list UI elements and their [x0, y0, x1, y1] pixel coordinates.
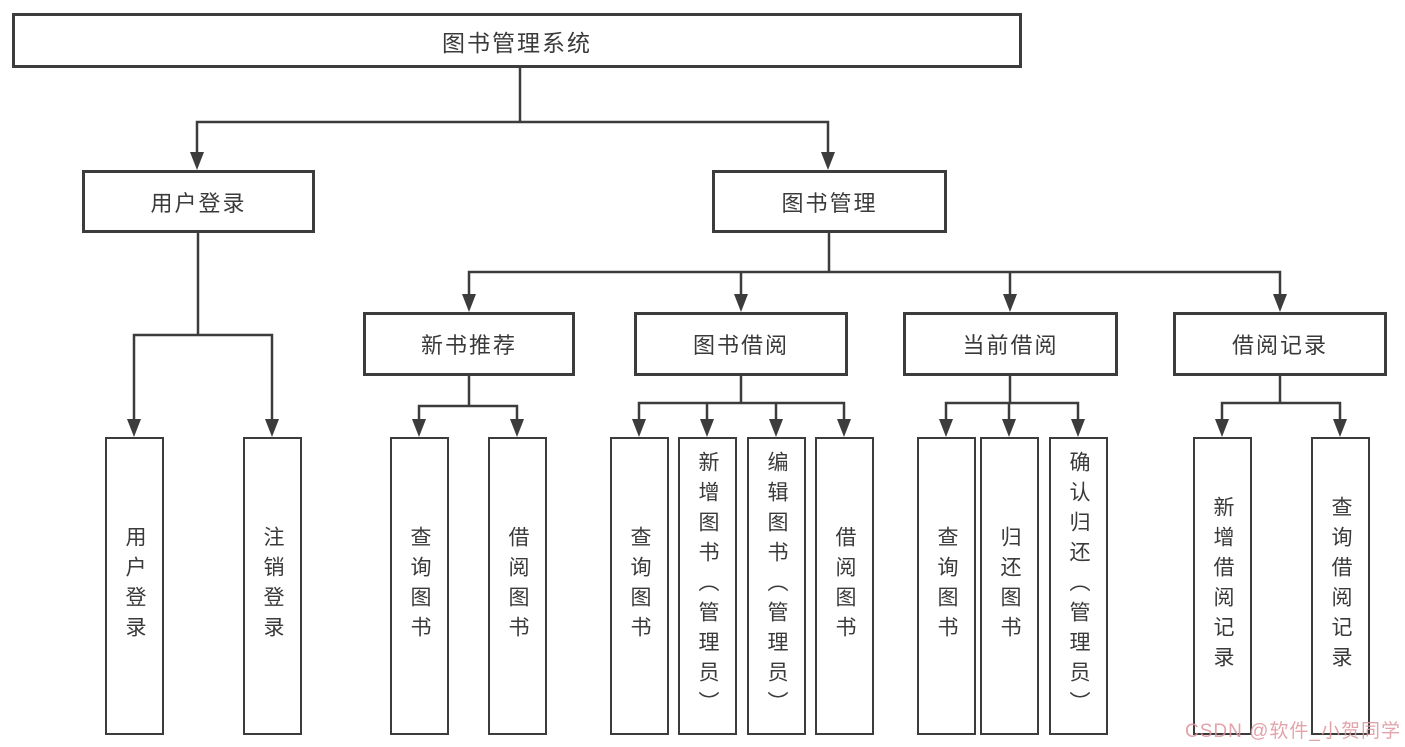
leaf-query-books-recommend-label: 查询图书: [408, 526, 431, 646]
leaf-add-books-admin-label: 新增图书（管理员）: [696, 451, 719, 721]
node-new-book-recommend-label: 新书推荐: [420, 333, 517, 358]
csdn-watermark: CSDN @软件_小贺同学: [1185, 721, 1401, 742]
leaf-borrow-books-recommend-label: 借阅图书: [506, 526, 529, 646]
node-root: 图书管理系统: [12, 13, 1022, 68]
leaf-borrow-books: 借阅图书: [815, 437, 874, 735]
connector-records-to-leaves: [1220, 374, 1342, 425]
leaf-logout-label: 注销登录: [261, 526, 284, 646]
leaf-query-books-current: 查询图书: [917, 437, 976, 735]
node-current-borrowing-label: 当前借阅: [962, 333, 1059, 358]
leaf-query-books-current-label: 查询图书: [935, 526, 958, 646]
leaf-user-login-label: 用户登录: [123, 526, 146, 646]
node-borrowing-records-label: 借阅记录: [1231, 333, 1328, 358]
connector-new-book-to-leaves: [417, 374, 519, 425]
leaf-add-borrow-record: 新增借阅记录: [1193, 437, 1252, 735]
node-borrowing-records: 借阅记录: [1173, 312, 1387, 376]
leaf-edit-books-admin: 编辑图书（管理员）: [747, 437, 806, 735]
leaf-borrow-books-label: 借阅图书: [833, 526, 856, 646]
node-current-borrowing: 当前借阅: [903, 312, 1118, 376]
leaf-query-books-borrowing-label: 查询图书: [628, 526, 651, 646]
node-user-login-label: 用户登录: [150, 190, 247, 216]
node-new-book-recommend: 新书推荐: [363, 312, 575, 376]
connector-book-management-to-level3: [467, 231, 1282, 300]
leaf-query-books-recommend: 查询图书: [390, 437, 449, 735]
connector-root-to-level2: [195, 66, 830, 158]
leaf-return-books: 归还图书: [980, 437, 1039, 735]
connector-book-borrowing-to-leaves: [637, 374, 846, 425]
leaf-logout: 注销登录: [243, 437, 302, 735]
connector-current-borrowing-to-leaves: [944, 374, 1080, 425]
leaf-edit-books-admin-label: 编辑图书（管理员）: [765, 451, 788, 721]
node-book-borrowing: 图书借阅: [634, 312, 848, 376]
leaf-user-login: 用户登录: [105, 437, 164, 735]
node-user-login: 用户登录: [82, 170, 315, 233]
node-book-management-label: 图书管理: [781, 190, 878, 216]
leaf-borrow-books-recommend: 借阅图书: [488, 437, 547, 735]
leaf-add-books-admin: 新增图书（管理员）: [678, 437, 737, 735]
leaf-confirm-return-admin-label: 确认归还（管理员）: [1067, 451, 1090, 721]
leaf-confirm-return-admin: 确认归还（管理员）: [1049, 437, 1108, 735]
connector-user-login-to-leaves: [132, 231, 274, 425]
arrowheads: [127, 152, 1347, 437]
leaf-return-books-label: 归还图书: [998, 526, 1021, 646]
node-book-management: 图书管理: [712, 170, 947, 233]
leaf-query-borrow-record: 查询借阅记录: [1311, 437, 1370, 735]
node-book-borrowing-label: 图书借阅: [692, 333, 789, 358]
node-root-label: 图书管理系统: [442, 29, 592, 56]
leaf-add-borrow-record-label: 新增借阅记录: [1211, 496, 1234, 676]
leaf-query-books-borrowing: 查询图书: [610, 437, 669, 735]
leaf-query-borrow-record-label: 查询借阅记录: [1329, 496, 1352, 676]
